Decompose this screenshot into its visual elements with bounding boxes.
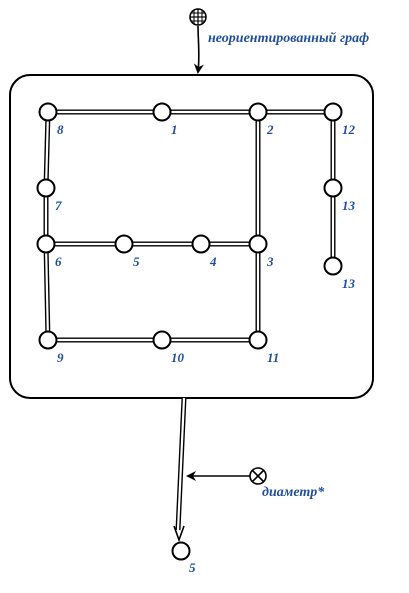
graph-node[interactable] [36, 234, 56, 254]
edge-layer [43, 109, 336, 343]
circle-cross-icon[interactable] [249, 467, 267, 485]
graph-node[interactable] [36, 178, 56, 198]
graph-node-label: 8 [57, 122, 64, 137]
graph-node-label: 10 [171, 350, 185, 365]
result-node[interactable] [171, 541, 191, 561]
graph-node[interactable] [114, 234, 134, 254]
graph-node[interactable] [38, 102, 58, 122]
graph-node-label: 13 [342, 276, 356, 291]
graph-node-label: 9 [57, 350, 64, 365]
graph-node[interactable] [323, 256, 343, 276]
graph-node-label: 12 [342, 122, 356, 137]
graph-node-label: 5 [133, 254, 140, 269]
graph-node[interactable] [248, 102, 268, 122]
grid-sphere-icon[interactable] [189, 8, 207, 26]
graph-node[interactable] [323, 178, 343, 198]
graph-node[interactable] [152, 102, 172, 122]
result-label: 5 [189, 560, 196, 575]
graph-node-label: 7 [55, 198, 62, 213]
graph-node[interactable] [152, 330, 172, 350]
operator-label: диаметр* [262, 485, 325, 500]
graph-node-label: 3 [266, 254, 274, 269]
graph-node[interactable] [191, 234, 211, 254]
graph-container [9, 74, 374, 399]
output-flow-line [173, 397, 187, 543]
graph-node-label: 6 [55, 254, 62, 269]
graph-node[interactable] [248, 234, 268, 254]
input-arrow [193, 25, 204, 74]
graph-node[interactable] [248, 330, 268, 350]
graph-node[interactable] [38, 330, 58, 350]
graph-node-label: 11 [267, 350, 279, 365]
graph-node-label: 1 [171, 122, 178, 137]
graph-node-label: 13 [342, 198, 356, 213]
graph-node-label: 4 [209, 254, 217, 269]
input-label: неориентированный граф [208, 31, 369, 46]
graph-node-label: 2 [266, 122, 274, 137]
graph-node[interactable] [323, 102, 343, 122]
graph-edge [43, 111, 51, 189]
graph-edge [43, 243, 51, 341]
